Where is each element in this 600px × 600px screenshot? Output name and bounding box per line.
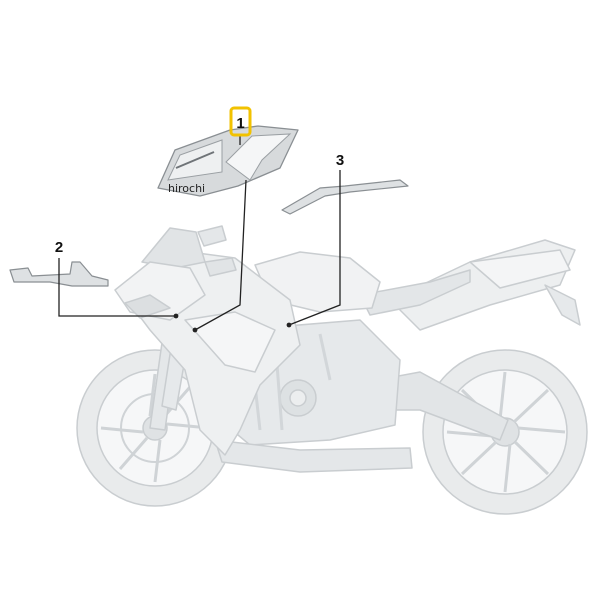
callout-2-label: 2 xyxy=(55,239,63,256)
leader-line-2 xyxy=(58,258,176,317)
callout-1-label: 1 xyxy=(236,115,244,132)
watermark-text: hirochi xyxy=(168,182,205,195)
motorcycle-illustration xyxy=(76,225,588,515)
leader-line-3 xyxy=(288,170,341,326)
part-1-tank-decal xyxy=(157,125,299,197)
part-3-side-trim xyxy=(281,179,409,215)
leader-line-1b xyxy=(194,179,247,331)
callout-3-label: 3 xyxy=(336,152,344,169)
exhaust xyxy=(214,439,413,473)
callout-1-highlight-box xyxy=(229,106,252,137)
mirror xyxy=(197,225,227,247)
part-2-fairing-trim xyxy=(9,261,109,287)
leader-lines xyxy=(58,135,341,331)
seat xyxy=(359,269,471,316)
leader-dots xyxy=(173,313,292,333)
rear-wheel xyxy=(422,349,588,515)
